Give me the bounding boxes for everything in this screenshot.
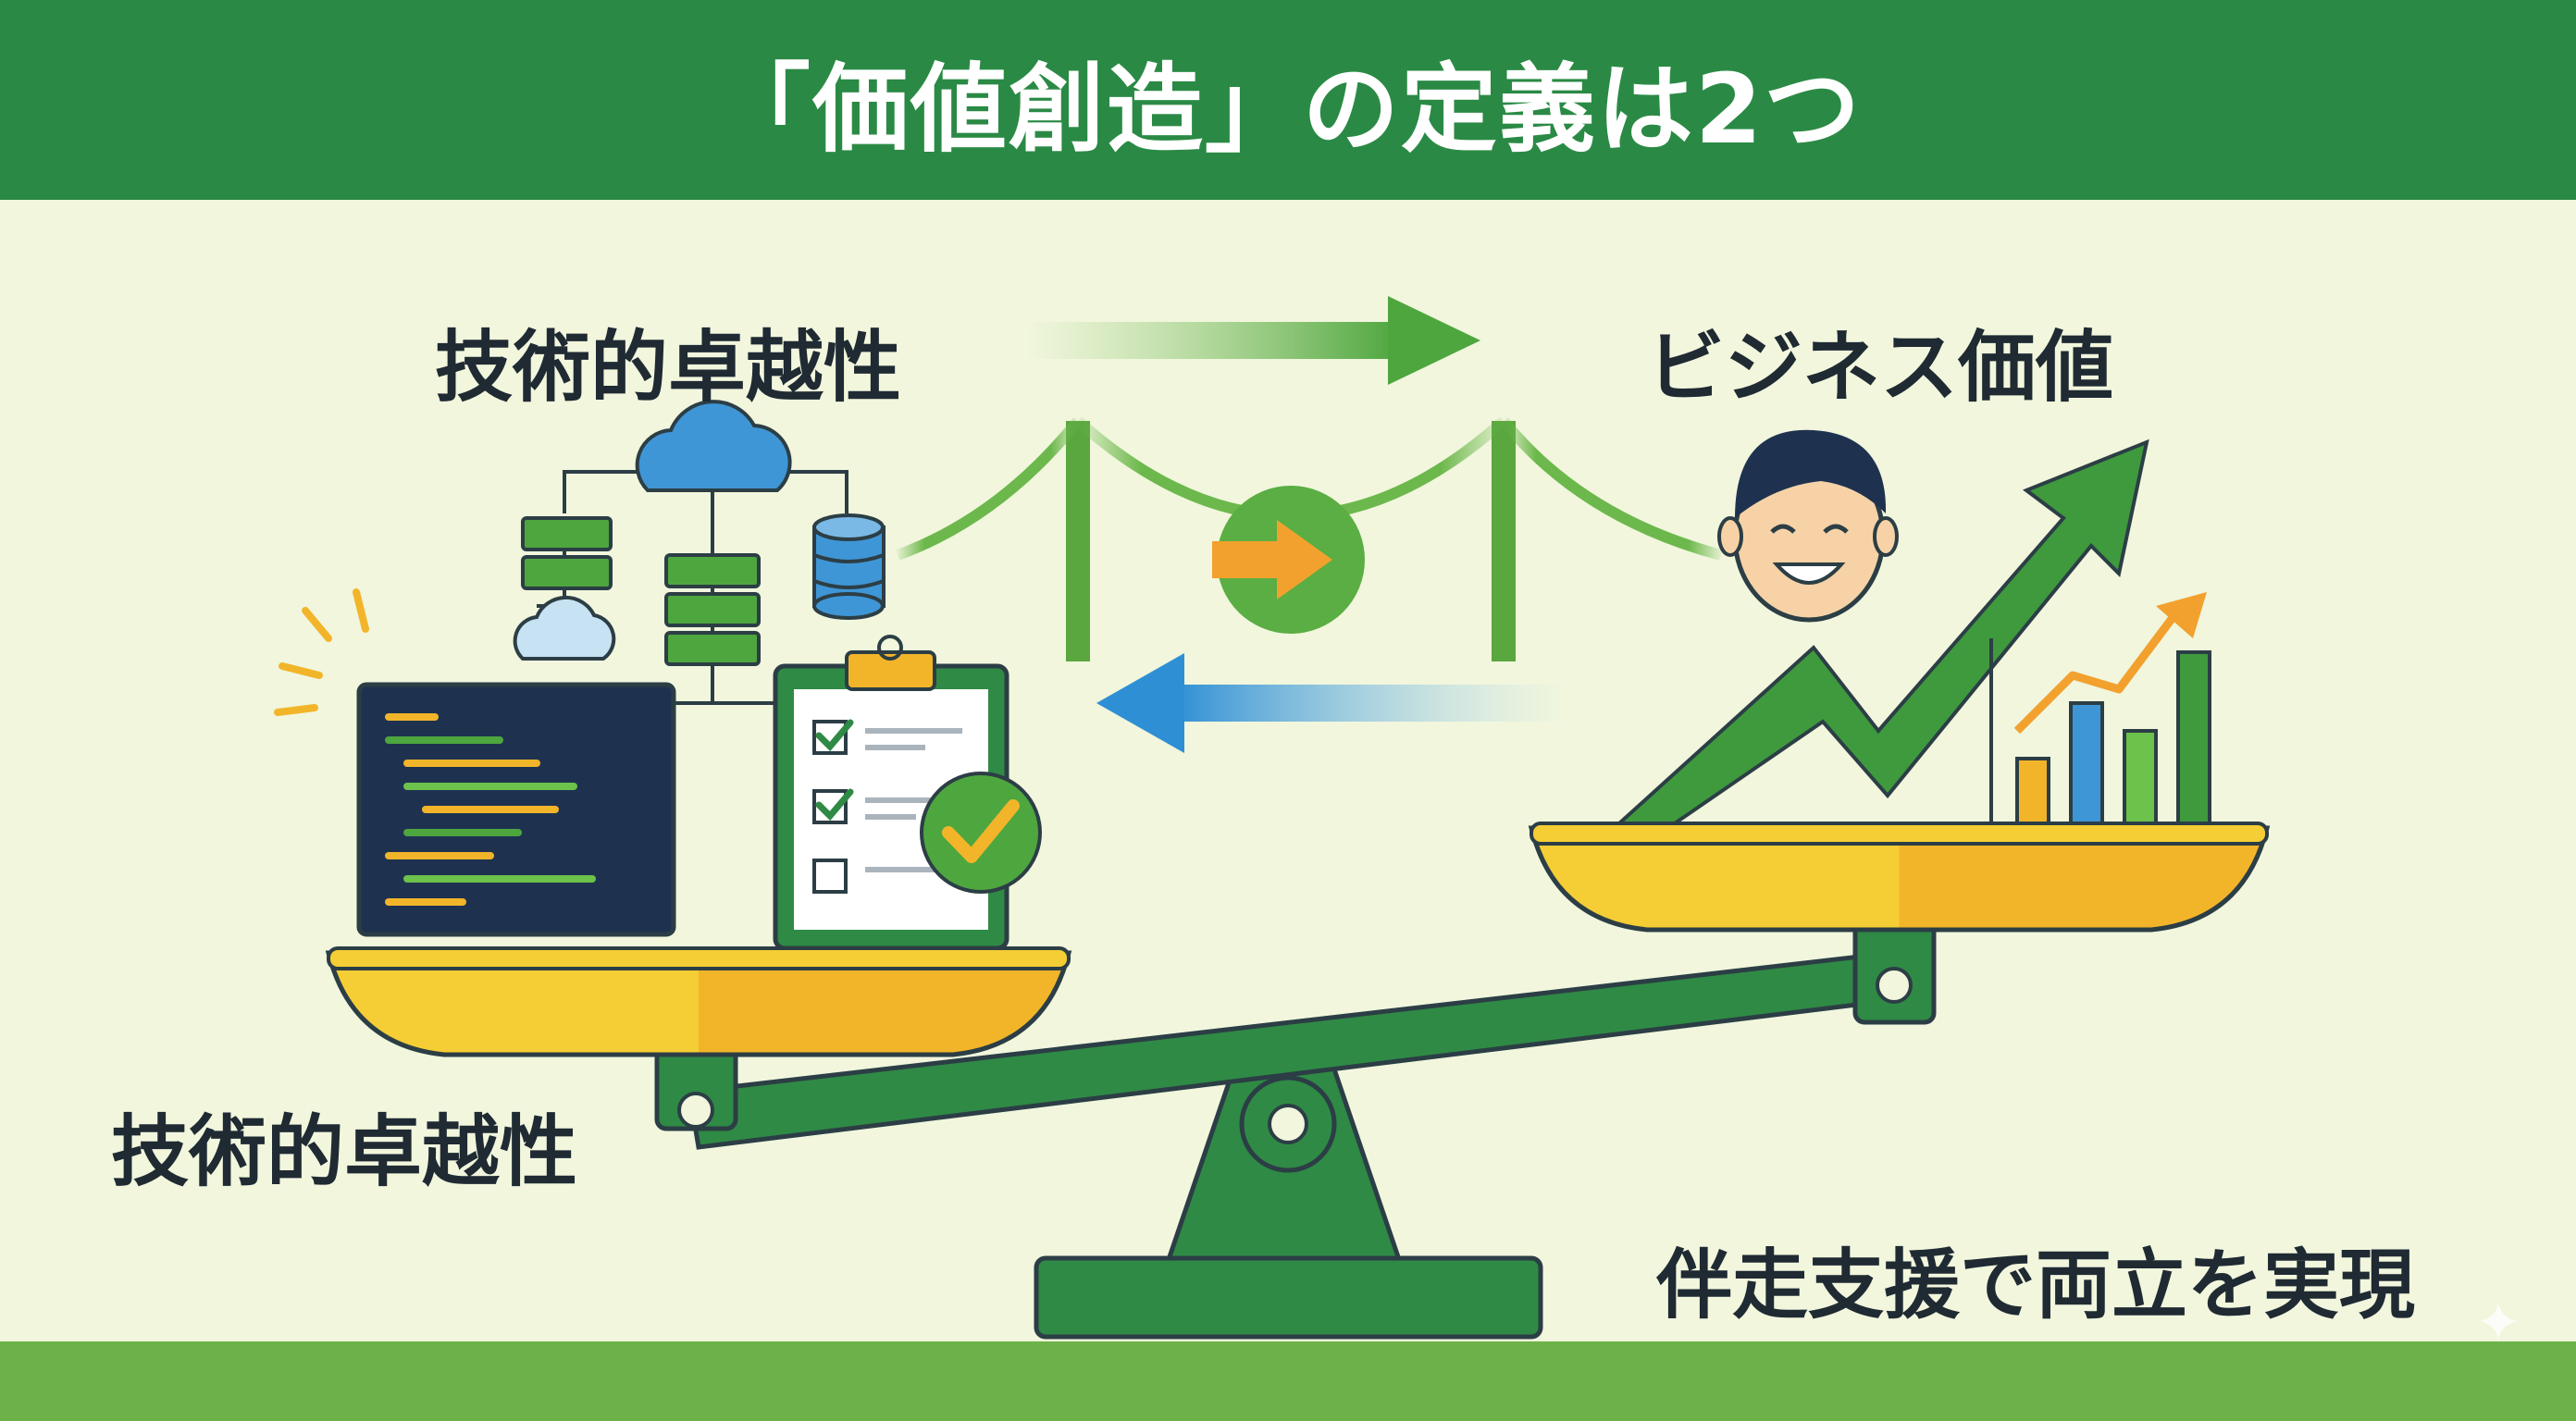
page-title: 「価値創造」の定義は2つ [713,52,1863,166]
cloud-small-icon [513,595,616,661]
arrow-left-icon [1096,653,1564,753]
arrow-right-icon [1027,296,1480,385]
database-icon [812,513,886,620]
sparkle-icon [274,588,369,716]
label-support-message: 伴走支援で両立を実現 [1656,1242,2416,1329]
label-business-value: ビジネス価値 [1647,322,2114,413]
header-bar: 「価値創造」の定義は2つ [0,0,2576,200]
right-pan [1528,822,2271,933]
bridge-center-badge [1212,486,1365,634]
bar-chart-icon [1989,592,2211,825]
server-icon [521,516,613,590]
check-badge-icon [920,772,1042,894]
server-stack-icon [664,553,761,666]
person-face-icon [1717,429,1899,623]
growth-arrow-icon [1614,439,2149,825]
code-editor-icon [356,682,676,937]
cloud-icon [635,400,792,492]
label-tech-excellence-top: 技術的卓越性 [435,322,902,413]
footer-band [0,1341,2576,1421]
label-tech-excellence-bottom: 技術的卓越性 [111,1106,578,1197]
sparkle-watermark-icon: ✦ [2474,1291,2522,1355]
left-pan [325,946,1072,1057]
